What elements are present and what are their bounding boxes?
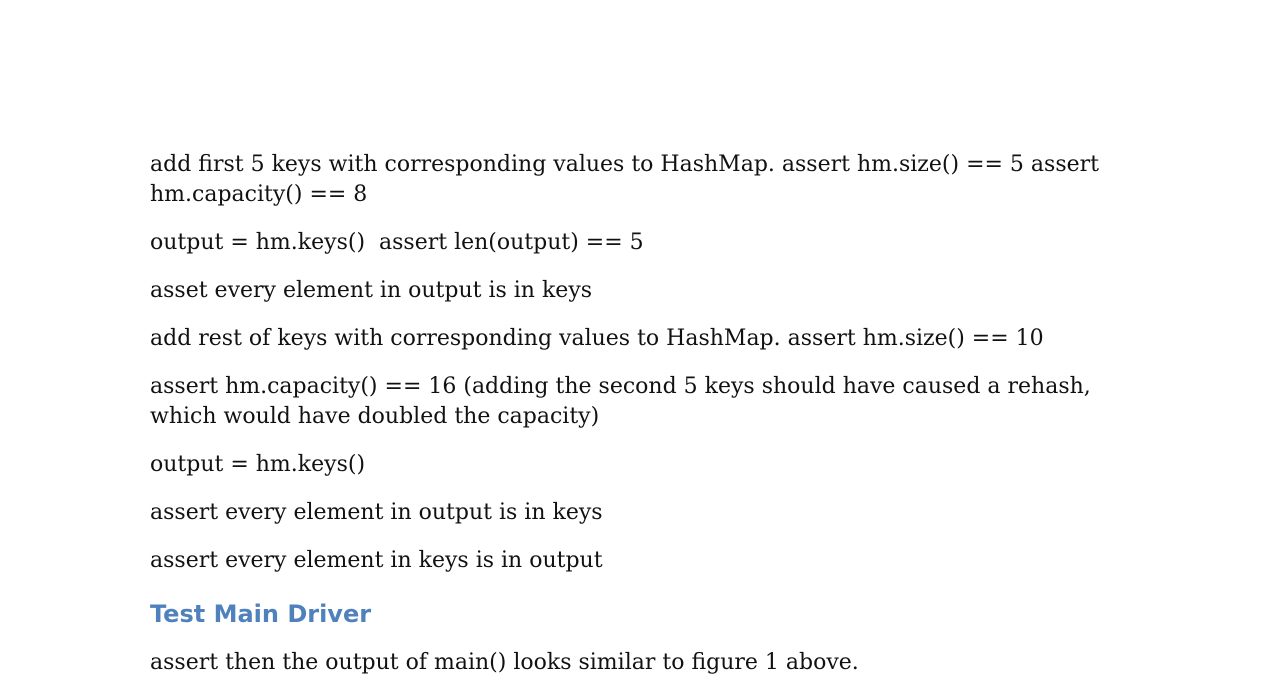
paragraph-output-in-keys: assert every element in output is in key… bbox=[150, 500, 603, 525]
paragraph-capacity-rehash: assert hm.capacity() == 16 (adding the s… bbox=[150, 374, 1098, 429]
paragraph-main-output: assert then the output of main() looks s… bbox=[150, 650, 859, 675]
section-heading: Test Main Driver bbox=[150, 600, 372, 628]
paragraph-add-first-keys: add first 5 keys with corresponding valu… bbox=[150, 152, 1106, 207]
paragraph-add-rest-keys: add rest of keys with corresponding valu… bbox=[150, 326, 1044, 351]
paragraph-elements-in-keys: asset every element in output is in keys bbox=[150, 278, 593, 303]
document-body: add first 5 keys with corresponding valu… bbox=[150, 150, 1130, 696]
paragraph-output-keys: output = hm.keys() bbox=[150, 452, 366, 477]
paragraph-output-keys-len: output = hm.keys() assert len(output) ==… bbox=[150, 230, 644, 255]
paragraph-keys-in-output: assert every element in keys is in outpu… bbox=[150, 548, 603, 573]
